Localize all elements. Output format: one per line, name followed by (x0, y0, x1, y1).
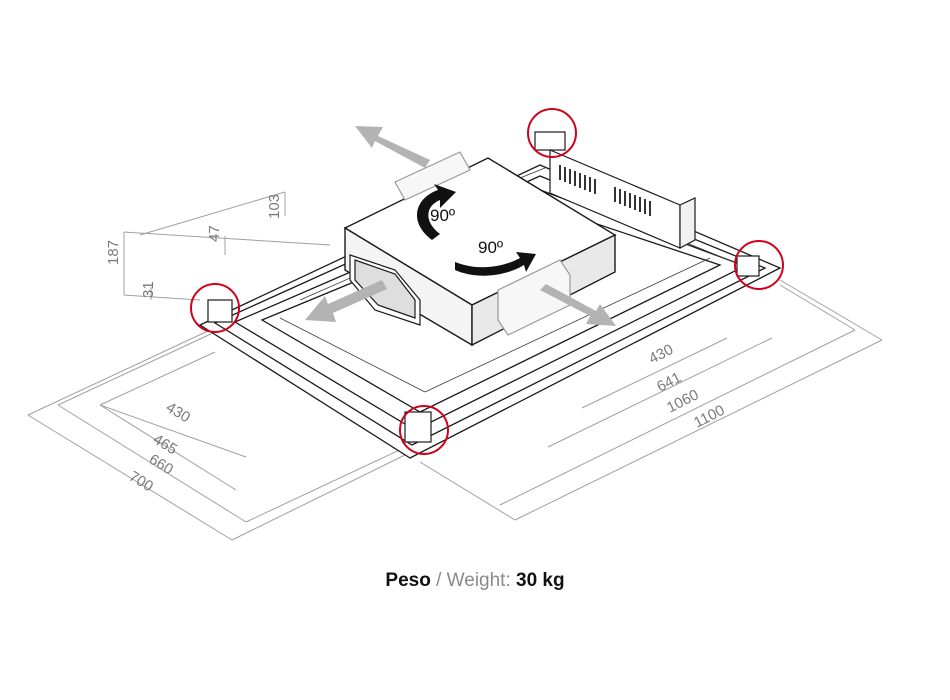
bracket-highlight-icon (190, 283, 240, 333)
airflow-arrow-icon (305, 280, 387, 322)
airflow-arrow-icon (355, 126, 430, 168)
width-dimension-labels: 430 641 1060 1100 (646, 341, 727, 432)
weight-caption: Peso / Weight: 30 kg (0, 570, 950, 592)
dim-width-1100: 1100 (691, 402, 727, 432)
dimension-lines (27, 191, 883, 541)
rotate-arrow-icon (455, 252, 536, 276)
dim-height-47: 47 (206, 225, 223, 242)
dim-height-31: 31 (140, 281, 157, 298)
dim-height-103: 103 (266, 194, 283, 219)
caption-separator: / (430, 570, 447, 591)
rotation-label-horizontal: 90º (478, 238, 503, 257)
mounting-brackets (207, 131, 760, 443)
rotate-arrow-icon (417, 184, 456, 240)
rotation-label-vertical: 90º (430, 206, 455, 225)
dim-width-641: 641 (654, 369, 684, 396)
bracket-highlight-icon (734, 240, 784, 290)
caption-weight-label: Weight: (446, 570, 511, 591)
dim-depth-430: 430 (163, 399, 193, 426)
caption-peso: Peso (385, 570, 431, 591)
airflow-arrows (305, 126, 616, 326)
motor-housing-vents (549, 149, 696, 249)
airflow-arrow-icon (540, 284, 616, 326)
bracket-highlight-icon (527, 108, 577, 158)
bracket-highlight-icon (399, 405, 449, 455)
depth-dimension-labels: 430 465 660 700 (126, 399, 193, 495)
caption-weight-value: 30 kg (516, 570, 565, 591)
height-dimension-labels: 187 103 47 31 (105, 194, 283, 298)
rotation-indicators: 90º 90º (417, 184, 536, 276)
dim-width-430: 430 (646, 341, 676, 368)
dim-height-187: 187 (105, 240, 122, 265)
bracket-highlights (190, 108, 784, 455)
